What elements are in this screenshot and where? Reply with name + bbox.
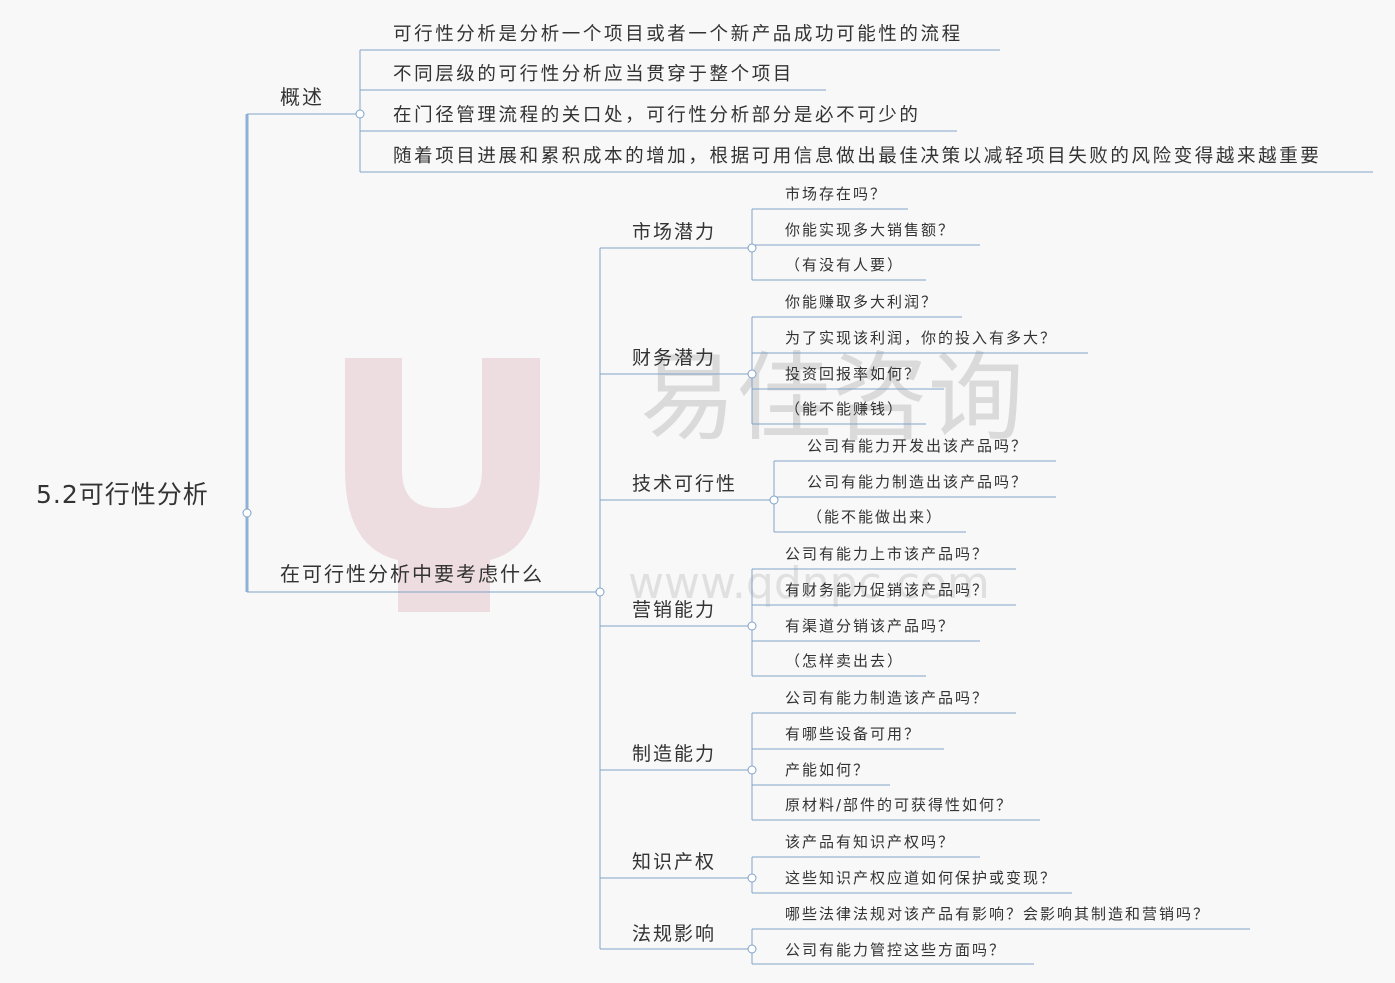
leaf-item[interactable]: 你能赚取多大利润？	[785, 293, 939, 311]
overview-item[interactable]: 在门径管理流程的关口处，可行性分析部分是必不可少的	[393, 105, 921, 126]
leaf-item[interactable]: 该产品有知识产权吗？	[785, 833, 956, 851]
watermark-chinese: 易佳咨询	[640, 342, 1024, 454]
collapse-toggle-icon[interactable]	[769, 495, 779, 505]
leaf-item[interactable]: （能不能做出来）	[807, 508, 944, 526]
collapse-toggle-icon[interactable]	[747, 873, 757, 883]
overview-item[interactable]: 可行性分析是分析一个项目或者一个新产品成功可能性的流程	[393, 24, 963, 45]
leaf-item[interactable]: 公司有能力上市该产品吗？	[785, 545, 990, 563]
leaf-item[interactable]: 哪些法律法规对该产品有影响？会影响其制造和营销吗？	[785, 905, 1211, 923]
leaf-item[interactable]: 为了实现该利润，你的投入有多大？	[785, 329, 1058, 347]
watermark-y-logo-icon	[345, 358, 540, 612]
collapse-toggle-icon[interactable]	[747, 369, 757, 379]
leaf-item[interactable]: 原材料/部件的可获得性如何？	[785, 796, 1014, 814]
group-financial-potential[interactable]: 财务潜力	[632, 347, 717, 369]
leaf-item[interactable]: 有财务能力促销该产品吗？	[785, 581, 990, 599]
leaf-item[interactable]: 有渠道分销该产品吗？	[785, 617, 956, 635]
group-manufacturing-capability[interactable]: 制造能力	[632, 743, 717, 765]
group-marketing-capability[interactable]: 营销能力	[632, 599, 717, 621]
leaf-item[interactable]: （能不能赚钱）	[785, 400, 905, 418]
group-technical-feasibility[interactable]: 技术可行性	[632, 473, 738, 495]
collapse-toggle-icon[interactable]	[747, 765, 757, 775]
group-intellectual-property[interactable]: 知识产权	[632, 851, 717, 873]
overview-item[interactable]: 随着项目进展和累积成本的增加，根据可用信息做出最佳决策以减轻项目失败的风险变得越…	[393, 146, 1322, 167]
leaf-item[interactable]: 你能实现多大销售额？	[785, 221, 956, 239]
leaf-item[interactable]: （有没有人要）	[785, 256, 905, 274]
collapse-toggle-icon[interactable]	[355, 109, 365, 119]
leaf-item[interactable]: 有哪些设备可用？	[785, 725, 922, 743]
collapse-toggle-icon[interactable]	[747, 621, 757, 631]
overview-item[interactable]: 不同层级的可行性分析应当贯穿于整个项目	[393, 64, 794, 85]
leaf-item[interactable]: 公司有能力制造出该产品吗？	[807, 473, 1029, 491]
leaf-item[interactable]: 公司有能力开发出该产品吗？	[807, 437, 1029, 455]
collapse-toggle-icon[interactable]	[242, 508, 252, 518]
group-market-potential[interactable]: 市场潜力	[632, 221, 717, 243]
leaf-item[interactable]: 公司有能力制造该产品吗？	[785, 689, 990, 707]
collapse-toggle-icon[interactable]	[747, 243, 757, 253]
leaf-item[interactable]: 这些知识产权应道如何保护或变现？	[785, 869, 1058, 887]
overview-node[interactable]: 概述	[280, 85, 324, 109]
root-node[interactable]: 5.2可行性分析	[36, 480, 209, 509]
leaf-item[interactable]: 投资回报率如何？	[785, 365, 922, 383]
leaf-item[interactable]: 产能如何？	[785, 761, 871, 779]
collapse-toggle-icon[interactable]	[747, 944, 757, 954]
group-regulatory-impact[interactable]: 法规影响	[632, 923, 717, 945]
leaf-item[interactable]: 市场存在吗？	[785, 185, 888, 203]
leaf-item[interactable]: 公司有能力管控这些方面吗？	[785, 941, 1007, 959]
leaf-item[interactable]: （怎样卖出去）	[785, 652, 905, 670]
collapse-toggle-icon[interactable]	[595, 587, 605, 597]
considerations-node[interactable]: 在可行性分析中要考虑什么	[280, 562, 544, 586]
